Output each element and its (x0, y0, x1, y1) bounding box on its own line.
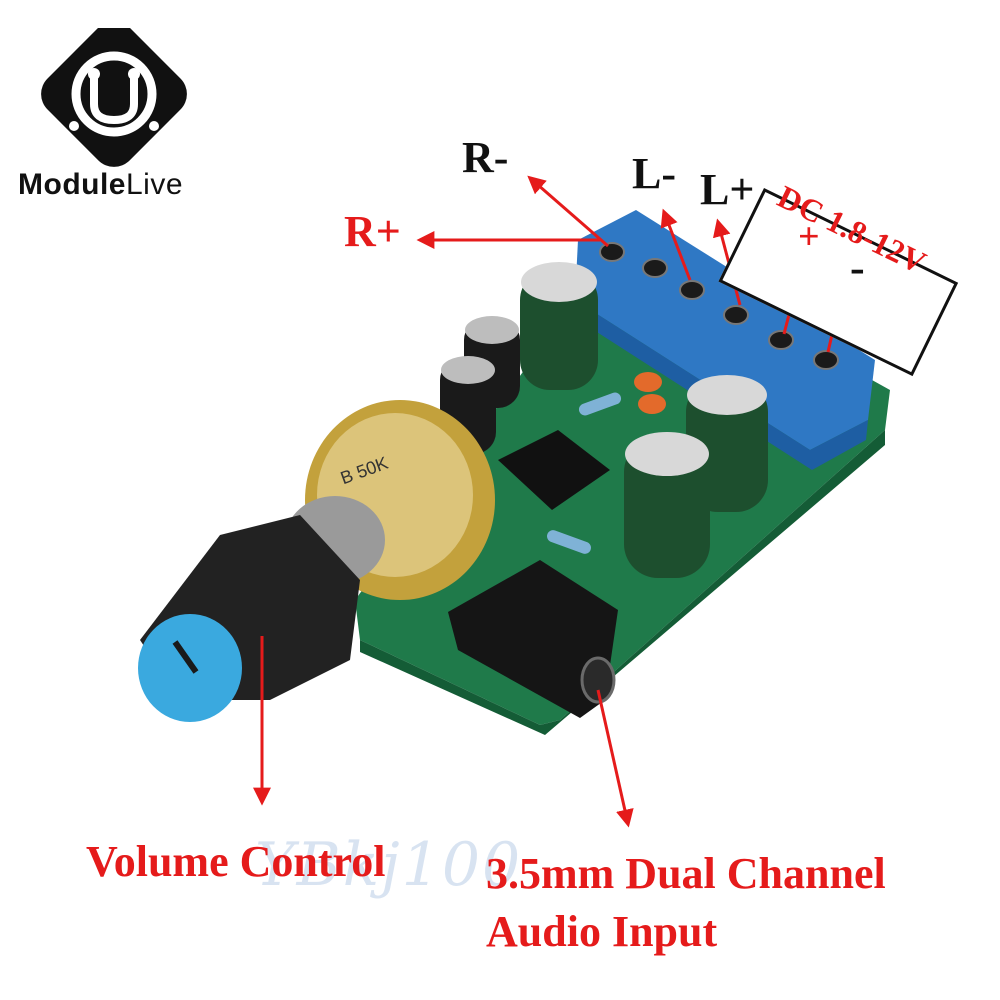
arrow-r-minus (527, 175, 609, 248)
l-minus-label: L- (632, 149, 676, 198)
l-plus-label: L+ (700, 165, 755, 214)
capacitor-top (687, 375, 767, 415)
terminal-screw (599, 242, 625, 262)
ceramic-capacitor (638, 394, 666, 414)
capacitor-top (441, 356, 495, 384)
terminal-block-side (575, 300, 868, 470)
audio-jack-socket (580, 656, 616, 704)
potentiometer: B 50K (285, 400, 495, 600)
dc-plus-label: + (798, 216, 820, 258)
capacitor (624, 438, 710, 578)
arrow-l-minus (660, 208, 692, 281)
resistor (547, 530, 591, 554)
ic-chip (498, 430, 610, 510)
terminal-screws (599, 242, 839, 370)
annotation-arrows (253, 175, 846, 828)
volume-knob (138, 515, 360, 722)
watermark: YBkj100 (255, 830, 523, 900)
capacitor-top (465, 316, 519, 344)
capacitor-top (521, 262, 597, 302)
capacitor-top (625, 432, 709, 476)
dc-minus-label: - (850, 243, 865, 292)
modulelive-logo (14, 21, 204, 208)
ceramic-capacitor (634, 372, 662, 392)
terminal-screw (642, 258, 668, 278)
resistor (578, 392, 622, 416)
terminal-screw (813, 350, 839, 370)
arrow-audio-input (596, 689, 634, 828)
audio-jack (448, 560, 618, 718)
terminal-screw (723, 305, 749, 325)
brand-name-part2: Live (126, 168, 184, 201)
r-minus-label: R- (462, 133, 509, 182)
brand-name: ModuleLive (18, 168, 183, 202)
knob-indicator (172, 640, 199, 674)
capacitor (520, 270, 598, 390)
audio-input-label-line1: 3.5mm Dual Channel (486, 849, 886, 898)
audio-input-label-line2: Audio Input (486, 907, 718, 956)
r-plus-label: R+ (344, 207, 401, 256)
volume-control-label: Volume Control (86, 837, 386, 886)
terminal-screw (768, 330, 794, 350)
terminal-screw (679, 280, 705, 300)
brand-name-part1: Module (18, 168, 126, 201)
